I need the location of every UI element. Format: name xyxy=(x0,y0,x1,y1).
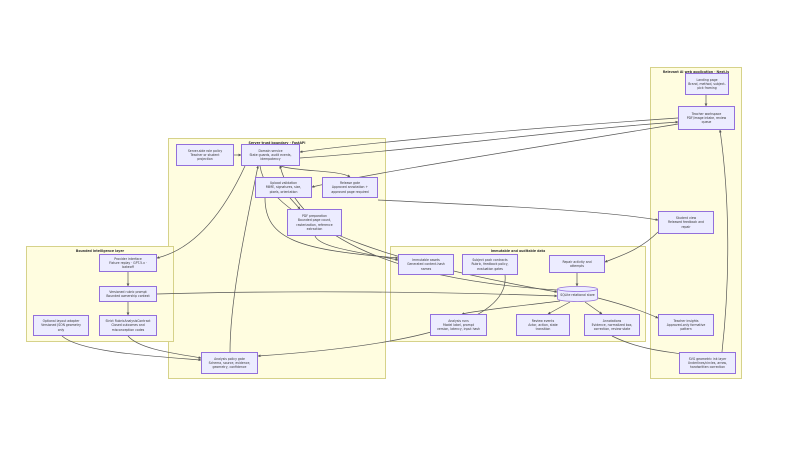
server-boundary-title: Server trust boundary · FastAPI xyxy=(248,141,306,145)
layout-adapter-node: Optional layout adapter Versioned JSON g… xyxy=(33,315,89,336)
role-policy-node: Server-side role policy Teacher or stude… xyxy=(176,144,234,166)
server-boundary: Server trust boundary · FastAPI xyxy=(168,138,386,379)
repair-activity-node: Repair activity and attempts xyxy=(549,255,605,273)
upload-validation-node: Upload validation MIME, signatures, size… xyxy=(255,177,312,198)
sqlite-store-label: SQLite relational store xyxy=(560,293,595,297)
student-view-node: Student view Released feedback and repai… xyxy=(658,211,714,234)
annotations-node: Annotations Evidence, normalized box, co… xyxy=(584,314,640,336)
analysis-policy-gate-node: Analysis policy gate Schema, source, evi… xyxy=(201,352,258,374)
release-gate-node: Release gate Approved annotation + appro… xyxy=(322,177,378,198)
analysis-runs-node: Analysis runs Model label, prompt versio… xyxy=(430,314,487,336)
svg-overlay-node: SVG geometric ink layer Underlines/circl… xyxy=(679,352,736,374)
pdf-preparation-node: PDF preparation Bounded page count, rast… xyxy=(287,209,342,236)
provider-interface-node: Provider interface Fixture replay · GPT-… xyxy=(99,254,157,272)
strict-rubric-contract-node: Strict RubricAnalysisContract Closed out… xyxy=(99,315,157,336)
intelligence-layer-title: Bounded intelligence layer xyxy=(75,249,125,253)
teacher-workspace-node: Teacher workspace PDF/image intake, revi… xyxy=(678,106,735,130)
versioned-rubric-node: Versioned rubric prompt Bounded ownershi… xyxy=(99,286,157,302)
landing-page-node: Landing page Brand, method, subject- pic… xyxy=(685,73,729,95)
database-icon xyxy=(557,286,598,302)
sqlite-store-node: SQLite relational store xyxy=(557,286,598,302)
review-events-node: Review events Actor, action, state trans… xyxy=(516,314,570,336)
teacher-insights-node: Teacher insights Approved-only formative… xyxy=(658,314,714,336)
immutable-assets-node: Immutable assets Generated content-hash … xyxy=(398,254,454,275)
audit-data-layer-title: Immutable and auditable data xyxy=(490,249,546,253)
browser-boundary-title: Relevant AI web application · Next.js xyxy=(662,70,730,74)
edge-release-student xyxy=(377,199,659,221)
subject-pack-node: Subject pack contracts Rubric, feedback … xyxy=(462,254,518,275)
domain-service-node: Domain service State guards, audit event… xyxy=(241,144,300,166)
